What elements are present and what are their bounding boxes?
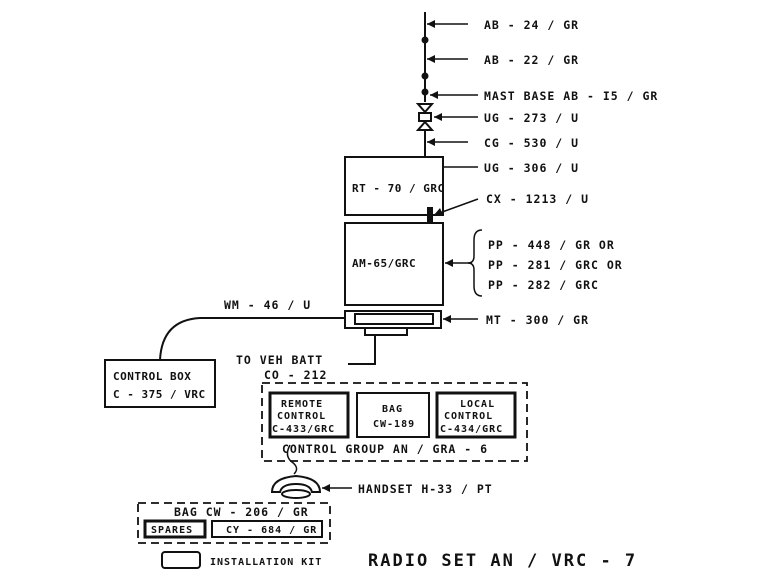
handset: HANDSET H-33 / PT: [270, 444, 493, 499]
handset-icon: [270, 474, 322, 493]
ug273-connector: [415, 103, 435, 114]
mt300-mount: MT - 300 / GR: [344, 310, 589, 365]
rt70-label: RT - 70 / GRC: [352, 182, 445, 195]
label-ab22: AB - 22 / GR: [484, 53, 579, 67]
wm46-cable: WM - 46 / U: [159, 298, 345, 361]
label-pp282: PP - 282 / GRC: [488, 278, 599, 292]
legend-installation-kit-label: INSTALLATION KIT: [210, 557, 322, 568]
label-mt300: MT - 300 / GR: [486, 313, 589, 327]
label-mast-base: MAST BASE AB - I5 / GR: [484, 89, 658, 103]
local-line3: C-434/GRC: [440, 424, 503, 435]
mast-joint-3: [421, 88, 429, 96]
label-pp448: PP - 448 / GR OR: [488, 238, 615, 252]
label-ab24: AB - 24 / GR: [484, 18, 579, 32]
bag-line2: CW-189: [373, 419, 415, 430]
label-handset: HANDSET H-33 / PT: [358, 482, 493, 496]
bag-kit-label: BAG CW - 206 / GR: [174, 505, 309, 519]
label-wm46: WM - 46 / U: [224, 298, 311, 312]
spares-label: SPARES: [151, 525, 193, 536]
remote-line2: CONTROL: [277, 411, 326, 422]
control-box: CONTROL BOX C - 375 / VRC: [104, 359, 216, 408]
remote-line1: REMOTE: [281, 399, 323, 410]
am65-unit: AM-65/GRC PP - 448 / GR OR PP - 281 / GR…: [344, 222, 623, 306]
local-line2: CONTROL: [444, 411, 493, 422]
legend-installation-kit-swatch: [161, 551, 201, 569]
mast-joint-2: [421, 72, 429, 80]
label-co212: CO - 212: [264, 368, 327, 382]
mast-joint-1: [421, 36, 429, 44]
cy684-label: CY - 684 / GR: [226, 525, 317, 536]
control-box-line2: C - 375 / VRC: [113, 388, 206, 401]
label-pp281: PP - 281 / GRC OR: [488, 258, 623, 272]
local-line1: LOCAL: [460, 399, 495, 410]
diagram-title: RADIO SET AN / VRC - 7: [368, 551, 637, 571]
am65-label: AM-65/GRC: [352, 257, 416, 270]
label-ug306: UG - 306 / U: [484, 161, 579, 175]
bag-line1: BAG: [382, 404, 403, 415]
label-ug273: UG - 273 / U: [484, 111, 579, 125]
control-box-line1: CONTROL BOX: [113, 370, 191, 383]
ug273-coupling: [418, 112, 432, 122]
label-cx1213: CX - 1213 / U: [486, 192, 589, 206]
control-group-label: CONTROL GROUP AN / GRA - 6: [282, 442, 488, 456]
bag-kit: BAG CW - 206 / GR SPARES CY - 684 / GR: [137, 502, 331, 544]
label-cg530: CG - 530 / U: [484, 136, 579, 150]
remote-line3: C-433/GRC: [272, 424, 335, 435]
mast-assembly: AB - 24 / GR AB - 22 / GR MAST BASE AB -…: [415, 12, 658, 175]
label-to-veh-batt: TO VEH BATT: [236, 353, 323, 367]
legend: INSTALLATION KIT: [161, 551, 322, 569]
power-brace: [467, 229, 483, 297]
control-group: REMOTE CONTROL C-433/GRC BAG CW-189 LOCA…: [261, 382, 528, 462]
